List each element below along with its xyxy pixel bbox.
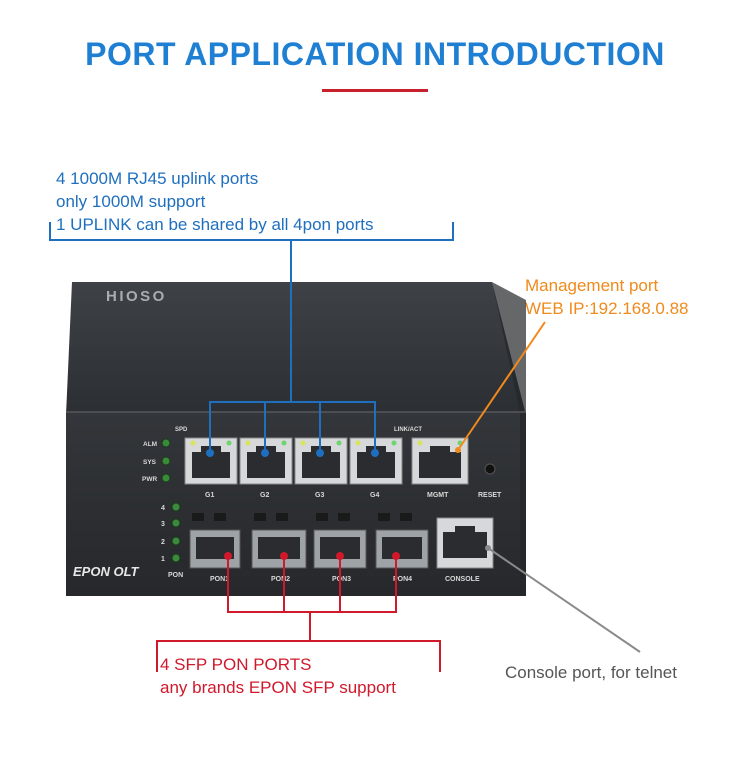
g1-label: G1 bbox=[205, 492, 214, 499]
pwr-label: PWR bbox=[142, 476, 157, 483]
console-label: CONSOLE bbox=[445, 576, 480, 583]
pon-led-1-label: 1 bbox=[161, 556, 165, 563]
reset-label: RESET bbox=[478, 492, 502, 499]
pon2-label: PON2 bbox=[271, 576, 290, 583]
uplink-callout-bracket bbox=[49, 222, 454, 241]
uplink-note-line-1: 4 1000M RJ45 uplink ports bbox=[56, 169, 259, 188]
model-label: EPON OLT bbox=[73, 564, 140, 579]
mgmt-label: MGMT bbox=[427, 492, 449, 499]
pon-led-label: PON bbox=[168, 572, 183, 579]
mgmt-note: Management port WEB IP:192.168.0.88 bbox=[525, 274, 689, 320]
pon-leds: 4 3 2 1 PON bbox=[161, 502, 183, 579]
uplink-note-line-3: 1 UPLINK can be shared by all 4pon ports bbox=[56, 215, 374, 234]
mgmt-note-line-1: Management port bbox=[525, 276, 659, 295]
pon1-label: PON1 bbox=[210, 576, 229, 583]
sfp-port-pon4: PON4 bbox=[375, 513, 429, 583]
sys-led bbox=[161, 456, 171, 466]
pon-led-4-label: 4 bbox=[161, 505, 165, 512]
pon-led-3 bbox=[171, 518, 181, 528]
alm-label: ALM bbox=[143, 441, 157, 448]
pon-note-line-2: any brands EPON SFP support bbox=[160, 678, 396, 697]
pon-led-2-label: 2 bbox=[161, 539, 165, 546]
sys-label: SYS bbox=[143, 459, 157, 466]
linkact-label: LINK/ACT bbox=[394, 427, 422, 433]
console-callout-line bbox=[487, 547, 641, 653]
g4-label: G4 bbox=[370, 492, 379, 499]
alm-led bbox=[161, 438, 171, 448]
spd-label: SPD bbox=[175, 427, 188, 433]
pwr-led bbox=[161, 473, 171, 483]
uplink-note-line-2: only 1000M support bbox=[56, 192, 206, 211]
pon3-label: PON3 bbox=[332, 576, 351, 583]
uplink-note: 4 1000M RJ45 uplink ports only 1000M sup… bbox=[56, 167, 374, 236]
status-leds: ALM SYS PWR bbox=[142, 438, 171, 483]
pon-led-3-label: 3 bbox=[161, 521, 165, 528]
title-underline bbox=[322, 89, 428, 92]
device-side-panel bbox=[492, 282, 526, 596]
device-top-panel bbox=[66, 282, 526, 415]
g3-label: G3 bbox=[315, 492, 324, 499]
page-title: PORT APPLICATION INTRODUCTION bbox=[85, 36, 665, 72]
g2-label: G2 bbox=[260, 492, 269, 499]
console-note: Console port, for telnet bbox=[505, 663, 677, 682]
uplink-callout-lines bbox=[206, 240, 379, 457]
brand-logo: HIOSO bbox=[106, 288, 167, 305]
mgmt-note-line-2: WEB IP:192.168.0.88 bbox=[525, 299, 689, 318]
sfp-port-pon1: PON1 bbox=[189, 513, 241, 583]
pon-led-2 bbox=[171, 536, 181, 546]
reset-button bbox=[484, 463, 496, 475]
console-port: CONSOLE bbox=[436, 517, 494, 583]
pon-led-1 bbox=[171, 553, 181, 563]
mgmt-callout-line bbox=[457, 321, 546, 451]
pon-note: 4 SFP PON PORTS any brands EPON SFP supp… bbox=[160, 653, 396, 699]
pon4-label: PON4 bbox=[393, 576, 412, 583]
sfp-port-pon2: PON2 bbox=[251, 513, 307, 583]
mgmt-port: MGMT bbox=[411, 437, 469, 499]
pon-callout-lines bbox=[156, 552, 441, 672]
pon-led-4 bbox=[171, 502, 181, 512]
pon-note-line-1: 4 SFP PON PORTS bbox=[160, 655, 312, 674]
